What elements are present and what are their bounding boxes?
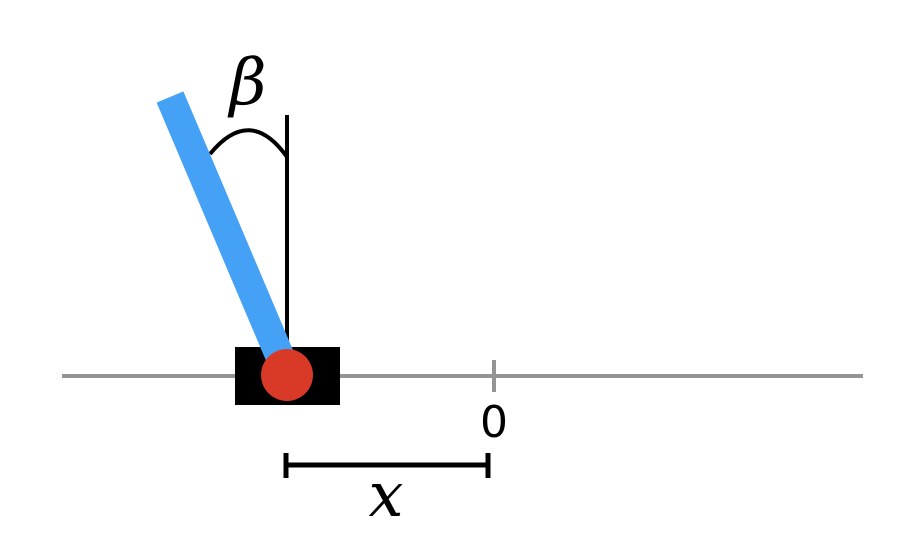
origin-label: 0 [480,397,508,448]
pivot-joint [261,349,313,401]
angle-arc [208,128,289,159]
displacement-label: x [369,458,404,531]
angle-label: β [228,46,267,120]
pole [156,91,298,372]
displacement-bracket [283,453,491,478]
